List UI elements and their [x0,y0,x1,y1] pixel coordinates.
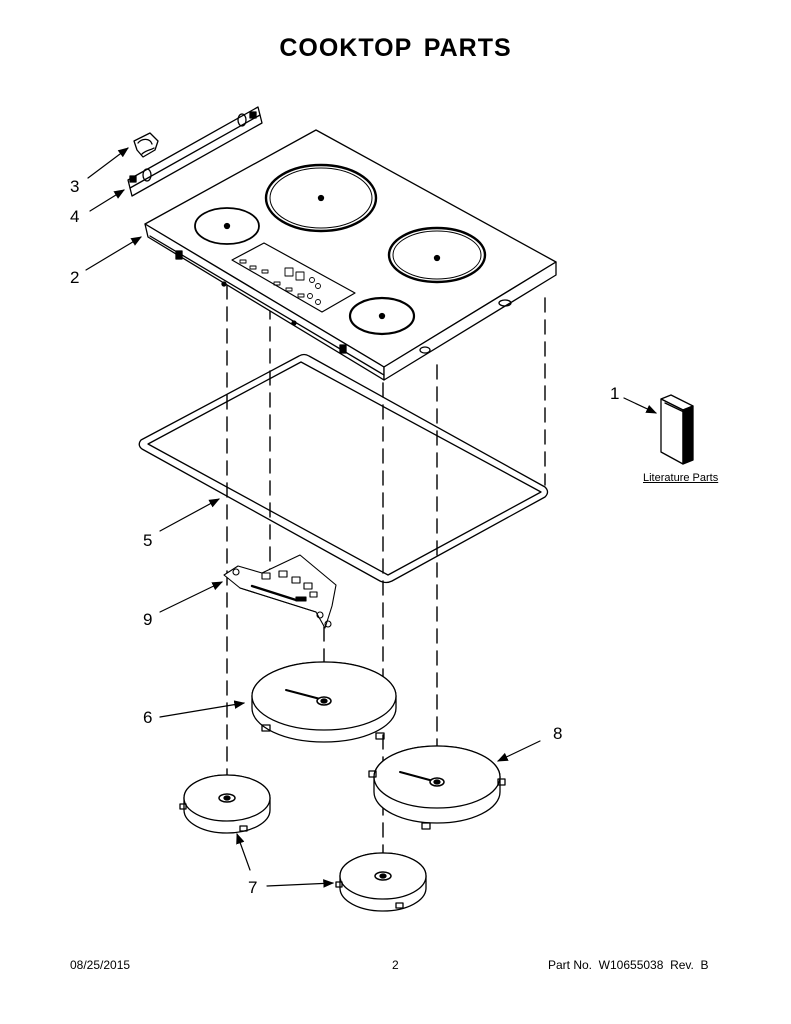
callout-5: 5 [143,531,153,550]
large-heating-element [251,661,397,743]
bracket-clip [133,132,159,158]
small-heating-element-right [335,852,427,912]
small-heating-element-left [179,774,271,834]
callout-6: 6 [143,708,153,727]
callout-2: 2 [70,268,80,287]
callout-9: 9 [143,610,153,629]
footer-part-number: Part No. W10655038 Rev. B [548,958,709,972]
right-heating-element [368,745,506,830]
footer-page-number: 2 [392,958,399,972]
callout-3: 3 [70,177,80,196]
callout-1: 1 [610,384,620,403]
gasket-seal [138,353,549,584]
literature-parts-label: Literature Parts [643,472,719,484]
callout-arrows [85,147,657,888]
cooktop-glass [144,129,557,381]
literature-booklet [660,394,694,465]
mounting-bracket [127,106,263,197]
page-title: COOKTOP PARTS [279,34,512,62]
control-board [223,554,337,629]
callout-7: 7 [248,878,258,897]
callout-4: 4 [70,207,80,226]
footer-date: 08/25/2015 [70,958,131,972]
callout-8: 8 [553,724,563,743]
